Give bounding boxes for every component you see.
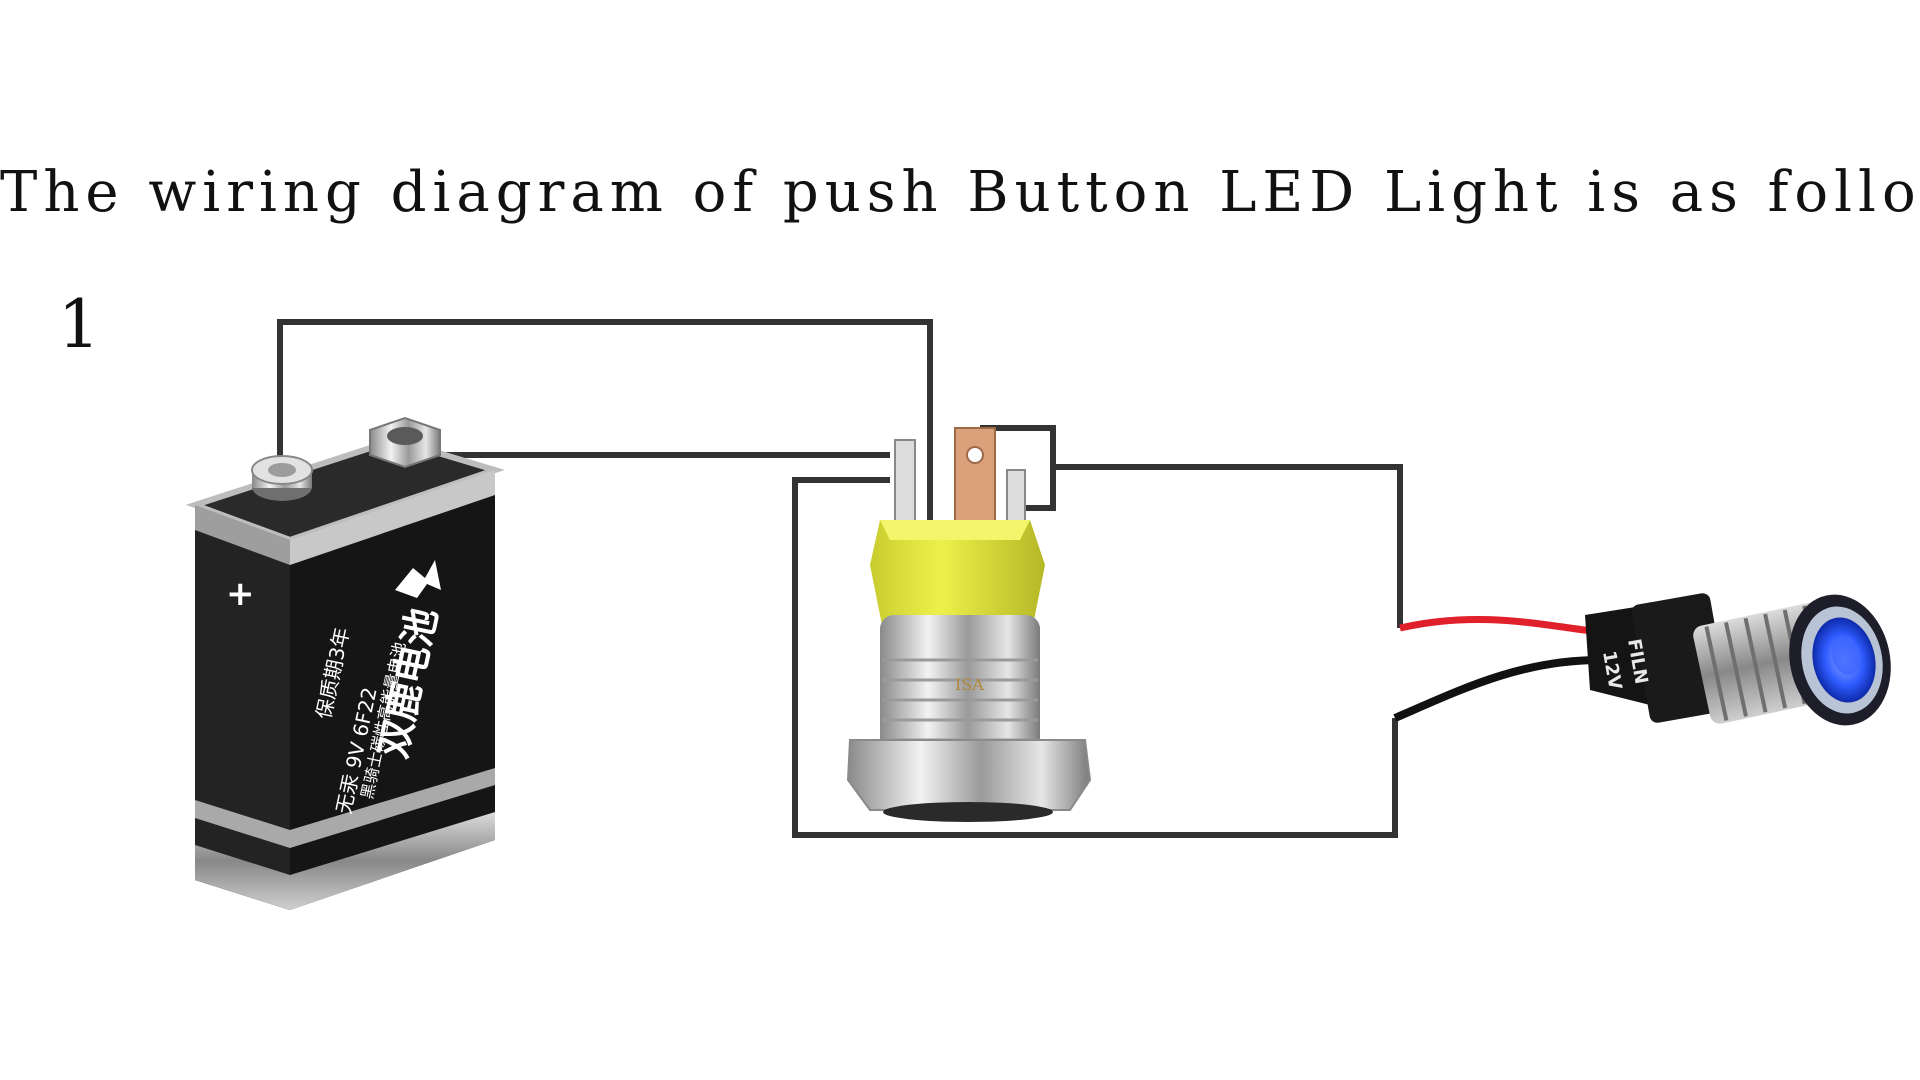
wire-switch-to-led-red [1053,464,1403,628]
wiring [277,319,1403,838]
led-indicator: FILN 12V [1393,593,1891,726]
wire-battery-positive [277,319,933,520]
switch-ring-label: ISA [955,675,984,694]
wire-switch-to-led-black [792,477,1398,838]
led-wire-black [1393,656,1601,722]
battery-9v: + 双鹿电池 黑骑士碳性高能量电池 保质期3年 无汞 9V 6F22 [185,416,505,910]
led-wire-red [1399,615,1601,636]
battery-plus-label: + [226,574,255,614]
push-button-switch: ISA [846,427,1092,822]
battery-logo-icon [395,560,441,598]
step-number: 1 [58,286,100,363]
page-title: The wiring diagram of push Button LED Li… [0,160,1920,225]
